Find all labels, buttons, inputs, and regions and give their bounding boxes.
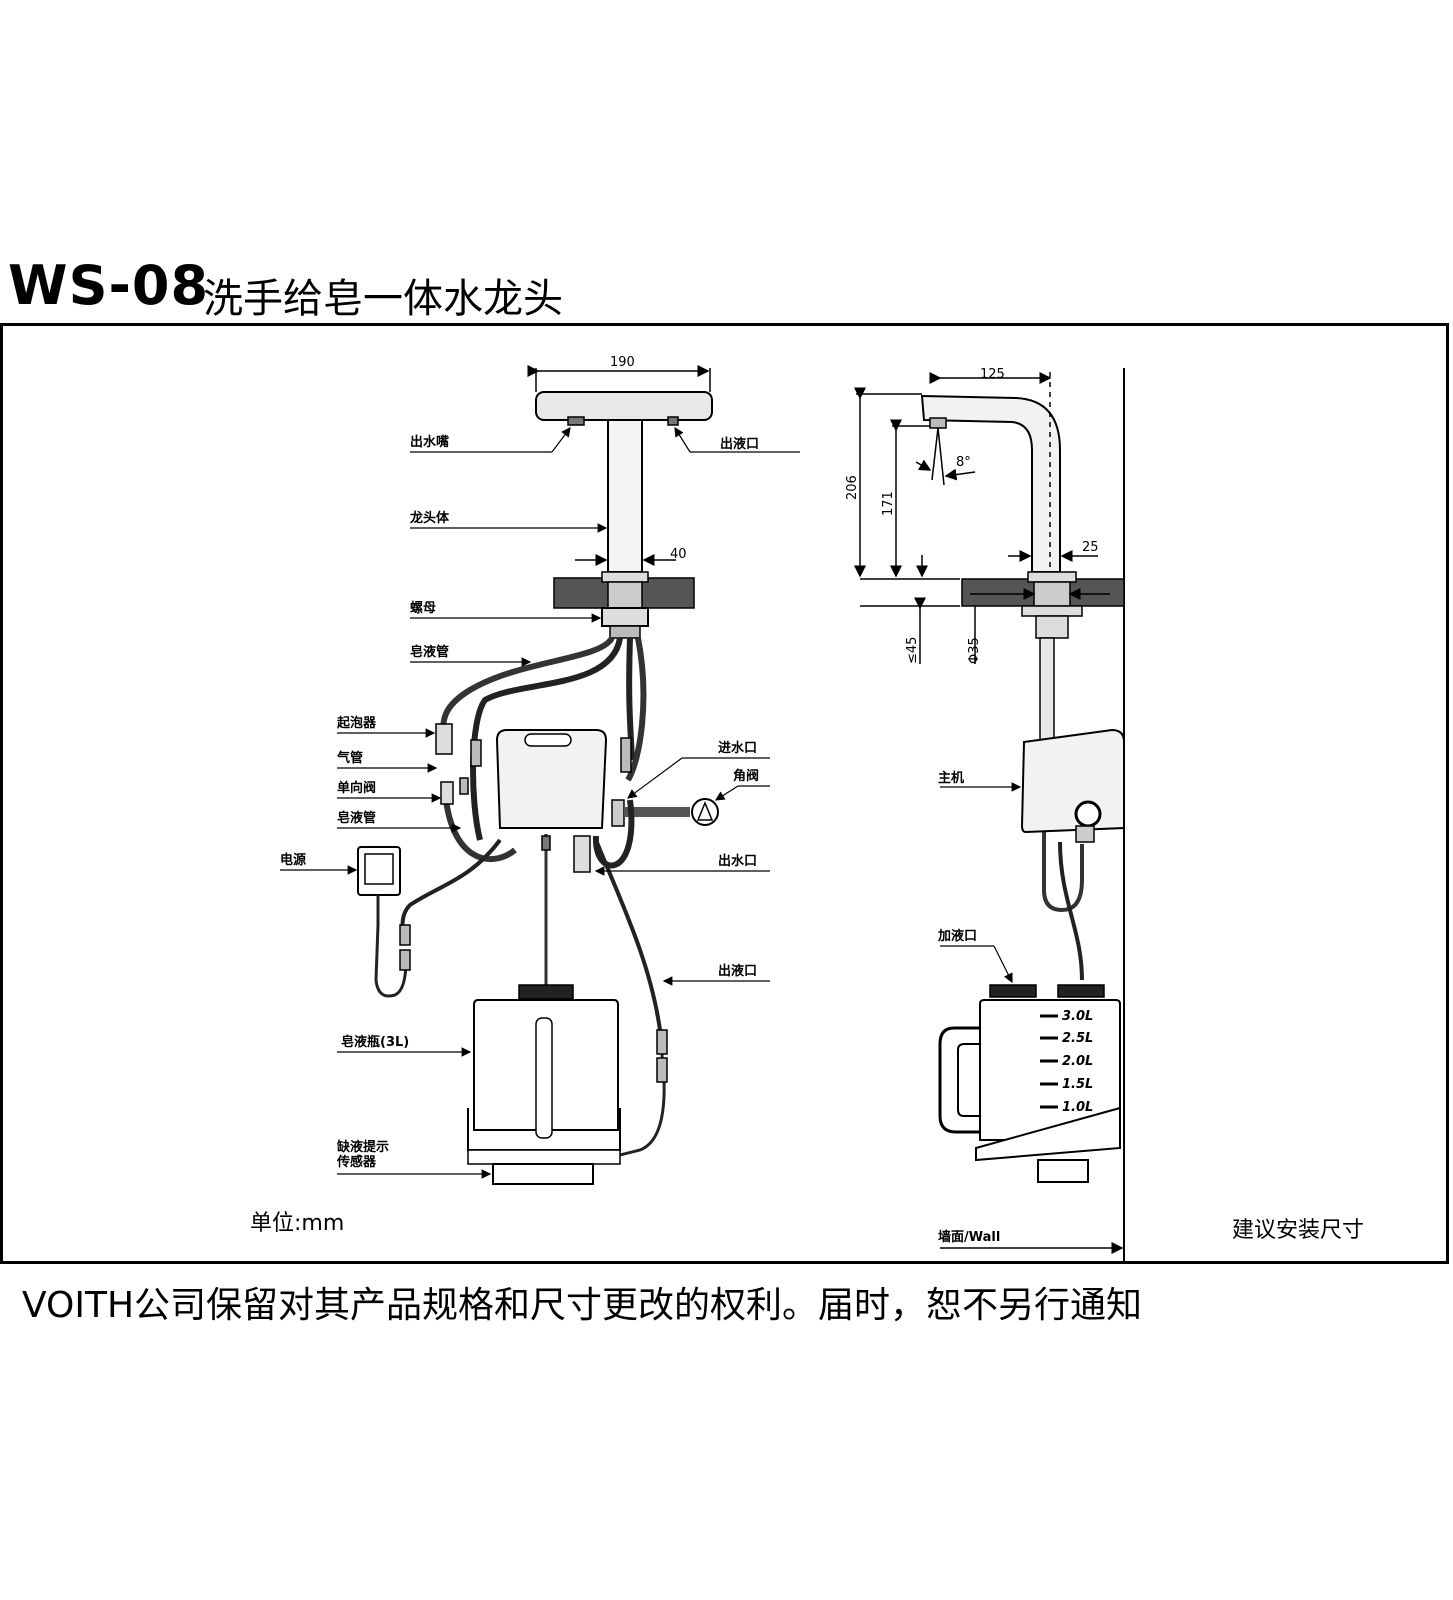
faucet-body: [607, 419, 643, 573]
label-air-tube: 气管: [337, 750, 363, 766]
label-foamer: 起泡器: [336, 715, 377, 731]
label-sensor-line1: 缺液提示: [336, 1139, 389, 1155]
unit-note: 单位:mm: [250, 1211, 344, 1236]
label-spout-soap: 出液口: [720, 436, 759, 452]
label-soap-bottle: 皂液瓶(3L): [341, 1034, 409, 1050]
dim-width: 190: [610, 355, 635, 370]
scale-mark: 2.5L: [1062, 1031, 1093, 1046]
install-caption: 建议安装尺寸: [1232, 1218, 1364, 1243]
dim-reach: 125: [980, 367, 1005, 382]
label-spout-water: 出水嘴: [410, 434, 449, 450]
scale-mark: 1.5L: [1062, 1077, 1093, 1092]
label-outlet-soap: 出液口: [718, 963, 757, 979]
spout-head: [535, 391, 713, 421]
label-angle-valve: 角阀: [733, 768, 759, 784]
label-body: 龙头体: [410, 510, 450, 526]
label-power: 电源: [280, 852, 306, 868]
dim-deck-max: ≤45: [905, 637, 920, 664]
side-main-unit: [1020, 728, 1125, 834]
label-outlet-water: 出水口: [718, 853, 757, 869]
scale-mark: 3.0L: [1062, 1009, 1093, 1024]
label-main-unit: 主机: [938, 770, 964, 786]
model-code: WS-08: [8, 254, 210, 317]
dim-angle: 8°: [956, 455, 971, 470]
label-check-valve: 单向阀: [337, 780, 376, 796]
label-inlet: 进水口: [718, 740, 757, 756]
controller-box: [495, 729, 608, 829]
dim-height: 206: [845, 475, 860, 500]
mount-nut: [601, 607, 649, 627]
label-fill-port: 加液口: [937, 928, 977, 944]
product-name: 洗手给皂一体水龙头: [203, 276, 563, 322]
label-wall: 墙面/Wall: [938, 1229, 1000, 1245]
dim-body-dia: 40: [670, 547, 687, 562]
scale-mark: 1.0L: [1062, 1100, 1093, 1115]
front-view: [357, 365, 719, 1185]
label-nut: 螺母: [410, 600, 436, 616]
drawing-frame: [0, 323, 1449, 1264]
dim-hole: Φ35: [967, 637, 982, 664]
label-soap-tube: 皂液管: [337, 810, 376, 826]
label-sensor-line2: 传感器: [336, 1154, 377, 1170]
dim-spout-height: 171: [881, 491, 896, 516]
scale-mark: 2.0L: [1062, 1054, 1093, 1069]
label-soap-tube-top: 皂液管: [410, 644, 449, 660]
side-view: [854, 368, 1125, 1262]
dim-wall-gap: 25: [1082, 540, 1099, 555]
footer-notice: VOITH公司保留对其产品规格和尺寸更改的权利。届时，恕不另行通知: [22, 1285, 1143, 1326]
